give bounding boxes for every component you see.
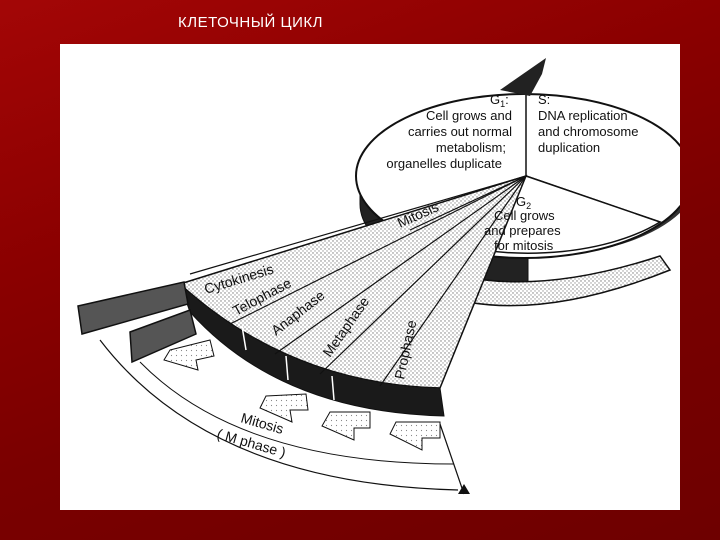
s-line-2: and chromosome bbox=[538, 124, 638, 139]
band-tick-3 bbox=[331, 375, 335, 401]
phase-line-telophase bbox=[229, 175, 527, 325]
arrow-1 bbox=[163, 339, 215, 371]
g2-label: G2 bbox=[516, 194, 531, 211]
m-phase-end-line bbox=[439, 423, 465, 495]
phase-line-metaphase bbox=[319, 175, 527, 375]
phase-line-cytokinesis bbox=[189, 175, 527, 275]
g1-line-2: carries out normal bbox=[408, 124, 512, 139]
s-line-1: DNA replication bbox=[538, 108, 628, 123]
m-phase-arrowhead bbox=[458, 484, 470, 494]
telophase-bar bbox=[129, 309, 197, 364]
band-tick-1 bbox=[241, 325, 247, 351]
g1-label: G1: bbox=[490, 92, 509, 109]
m-phase-arc-outer bbox=[99, 339, 459, 491]
g1-line-3: metabolism; bbox=[436, 140, 506, 155]
fan-band bbox=[179, 283, 445, 417]
phase-line-prophase bbox=[379, 175, 527, 387]
arrow-4 bbox=[389, 421, 441, 451]
g2-line-3: for mitosis bbox=[494, 238, 554, 253]
slide-title: КЛЕТОЧНЫЙ ЦИКЛ bbox=[178, 14, 323, 31]
cycle-arrow-top bbox=[500, 58, 546, 96]
phase-line-anaphase bbox=[274, 175, 527, 355]
m-phase-arc-inner bbox=[139, 361, 455, 465]
phase-arrows bbox=[163, 339, 441, 451]
phase-line-mitosis bbox=[409, 175, 527, 231]
s-line-3: duplication bbox=[538, 140, 600, 155]
cell-cycle-diagram: G1: Cell grows and carries out normal me… bbox=[77, 58, 680, 495]
g1-line-1: Cell grows and bbox=[426, 108, 512, 123]
arrow-2 bbox=[259, 393, 309, 423]
g2-line-2: and prepares bbox=[484, 223, 561, 238]
g2-line-1: Cell grows bbox=[494, 208, 555, 223]
band-tick-2 bbox=[285, 355, 289, 381]
g1-line-4: organelles duplicate bbox=[386, 156, 502, 171]
cell-cycle-figure: G1: Cell grows and carries out normal me… bbox=[60, 44, 680, 510]
cytokinesis-bar bbox=[77, 281, 189, 335]
s-label: S: bbox=[538, 92, 550, 107]
arrow-3 bbox=[321, 411, 371, 441]
